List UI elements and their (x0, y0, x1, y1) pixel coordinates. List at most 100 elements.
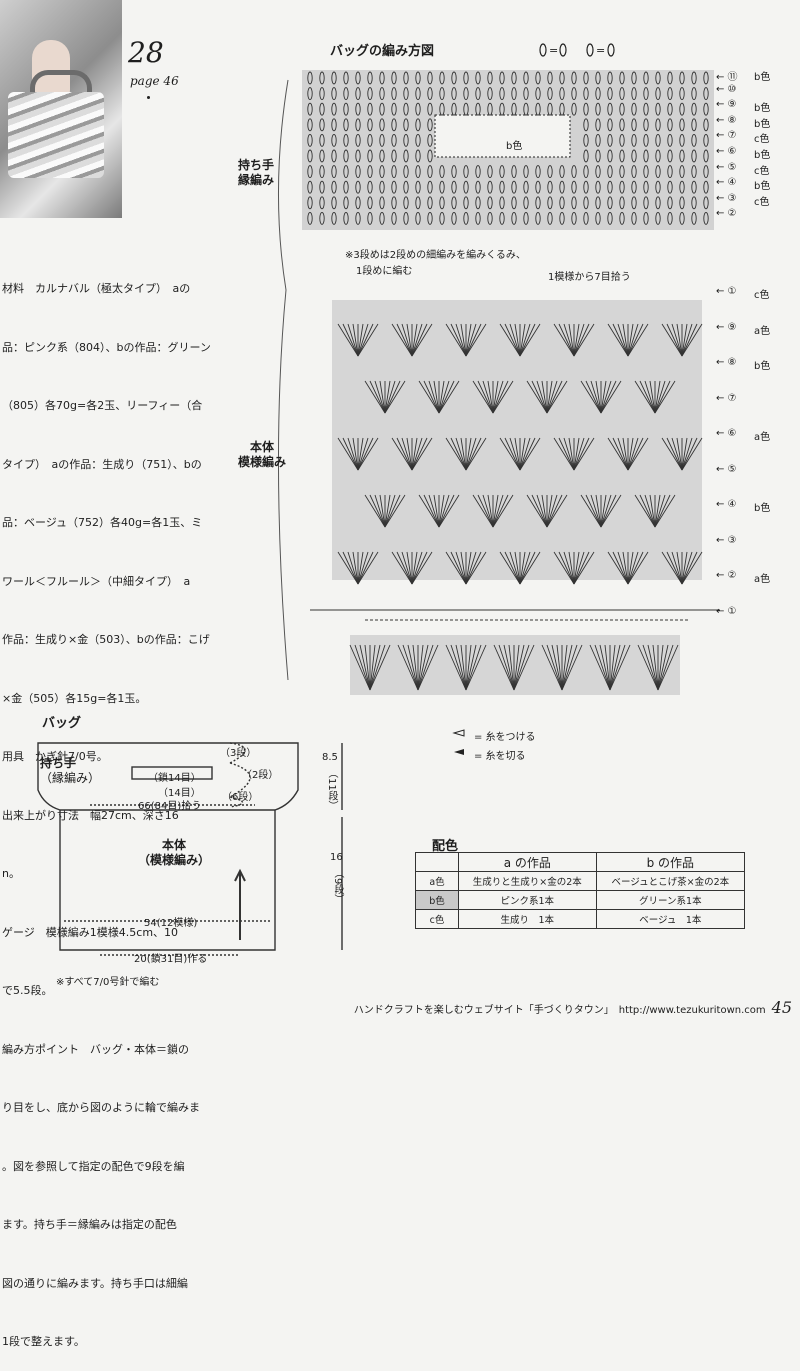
body-row-number: ← ② (716, 570, 737, 581)
body-row-number: ← ④ (716, 499, 737, 510)
handle-row-color: c色 (754, 196, 770, 208)
body-row-color: a色 (754, 574, 771, 585)
table-cell: c色 (415, 909, 459, 929)
materials-line-3: タイプ） aの作品：生成り（751）、bの (2, 457, 202, 471)
bag-illustration (8, 92, 104, 178)
schematic-body-label: 本体 （模様編み） (138, 838, 210, 868)
handle-stitch-row (307, 71, 709, 85)
schematic-handle-label-1: 持ち手 (40, 756, 77, 770)
schematic-body-label-2: （模様編み） (138, 853, 211, 867)
handle-stitch-row (307, 133, 709, 147)
table-header-empty (415, 852, 459, 872)
handle-row-color: b色 (754, 181, 771, 193)
table-cell: b色 (415, 890, 459, 910)
body-outline (59, 810, 276, 951)
body-row-color: c色 (754, 290, 770, 301)
points-line-2: 。図を参照して指定の配色で9段を編 (2, 1159, 185, 1173)
pickup-note: 1模様から7目拾う (548, 272, 631, 283)
handle-stitch-row (307, 180, 709, 194)
handle-row-3: （3段） (220, 748, 257, 759)
height-top-rows: （11段） (326, 768, 337, 811)
schematic-body-label-1: 本体 (162, 838, 187, 852)
opening-chain-label: （鎖14目） (148, 773, 201, 784)
materials-line-6: 作品：生成り×金（503）、bの作品：こげ (2, 633, 210, 646)
body-row-number: ← ⑨ (716, 321, 737, 333)
needle-note: ※すべて7/0号針で編む (56, 977, 160, 988)
handle-row-color: b色 (754, 150, 771, 161)
page-footer: ハンドクラフトを楽しむウェブサイト「手づくりタウン」 http://www.te… (354, 998, 792, 1017)
bag-schematic (37, 742, 343, 956)
points-line-4: 図の通りに編みます。持ち手口は細編 (2, 1276, 188, 1290)
handle-section-label: 持ち手 縁編み (238, 158, 274, 188)
handle-label-line2: 縁編み (238, 173, 275, 187)
legend-arrows-icon (452, 729, 465, 755)
body-row-number: ← ⑧ (716, 357, 737, 368)
table-header-row: a の作品 b の作品 (415, 852, 746, 872)
opening-width-label: （14目） (158, 788, 201, 799)
handle-row-number: ← ⑧ (716, 114, 737, 126)
body-row-number: ← ③ (716, 534, 737, 546)
points-line-1: り目をし、底から図のように輪で編みま (2, 1101, 200, 1114)
handle-row-color: c色 (754, 134, 770, 146)
body-label-line1: 本体 (250, 440, 275, 454)
handle-row-number: ← ⑪ (716, 72, 738, 83)
schematic-handle-label: 持ち手 （縁編み） (40, 756, 100, 786)
gauge-line-0: ゲージ 模様編み1模様4.5cm、10 (2, 925, 179, 939)
body-row-number: ← ① (716, 286, 737, 297)
materials-line-7: ×金（505）各15g=各1玉。 (2, 691, 147, 705)
size-line-1: n。 (2, 867, 20, 880)
svg-text:=: = (549, 44, 558, 57)
table-row: b色 ピンク系1本 グリーン系1本 (415, 890, 746, 910)
handle-row-color: b色 (754, 118, 771, 130)
section-bracket (277, 79, 289, 681)
body-row-color: a色 (754, 432, 771, 443)
opening-outline (131, 766, 213, 780)
table-cell: 生成り 1本 (458, 909, 597, 929)
height-body-rows: （9段） (332, 868, 343, 905)
points-line-5: 1段で整えます。 (2, 1335, 85, 1348)
points-line-3: ます。持ち手＝縁編みは指定の配色 (2, 1218, 177, 1231)
handle-stitch-row (307, 165, 709, 179)
table-cell: ベージュとこげ茶×金の2本 (595, 871, 746, 891)
table-cell: ピンク系1本 (458, 890, 597, 910)
handle-row-number: ← ⑨ (716, 99, 737, 111)
body-row-color: b色 (754, 503, 771, 514)
shell-stitch-row (337, 323, 703, 357)
stitch-chart (277, 70, 720, 695)
body-section-label: 本体 模様編み (238, 440, 286, 470)
handle-row-number: ← ⑤ (716, 161, 737, 173)
handle-row-number: ← ⑩ (716, 83, 737, 95)
handle-row-color: b色 (754, 72, 771, 83)
body-row-number: ← ⑥ (716, 428, 737, 439)
points-line-0: 編み方ポイント バッグ・本体＝鎖の (2, 1042, 189, 1056)
body-row-number: ← ① (716, 605, 737, 617)
product-photo (0, 0, 122, 218)
color-table: a の作品 b の作品 a色 生成りと生成り×金の2本 ベージュとこげ茶×金の2… (415, 852, 746, 929)
shell-stitch-row (364, 380, 676, 414)
schematic-handle-label-2: （縁編み） (40, 771, 101, 785)
body-width-label: 54(12模様) (144, 918, 198, 929)
chart-note-2: 1段めに編む (356, 266, 413, 277)
chart-note-1: ※3段めは2段めの細編みを編みくるみ、 (345, 250, 526, 261)
handle-opening (434, 114, 571, 158)
table-header-b: b の作品 (595, 852, 746, 872)
gauge-line-1: で5.5段。 (2, 984, 53, 997)
base-label: 20(鎖31目)作る (134, 954, 208, 965)
body-row-color: b色 (754, 361, 771, 372)
table-header-a: a の作品 (458, 852, 597, 872)
materials-line-2: （805）各70g=各2玉、リーフィー（合 (2, 399, 203, 412)
bag-handle-illustration (30, 70, 92, 105)
handle-row-number: ← ② (716, 208, 737, 220)
stitch-equivalence-icon: = = (539, 43, 615, 57)
handle-row-color: c色 (754, 165, 770, 177)
body-label-line2: 模様編み (238, 455, 287, 469)
handle-row-6: （6段） (222, 792, 259, 803)
table-cell: グリーン系1本 (595, 890, 746, 910)
table-cell: 生成りと生成り×金の2本 (458, 871, 597, 891)
table-cell: ベージュ 1本 (595, 909, 746, 929)
height-body-label: 16 (330, 852, 343, 863)
table-cell: a色 (415, 871, 459, 891)
handle-stitch-row (307, 211, 709, 225)
handle-stitch-row (307, 149, 709, 163)
handle-row-number: ← ⑦ (716, 130, 737, 142)
